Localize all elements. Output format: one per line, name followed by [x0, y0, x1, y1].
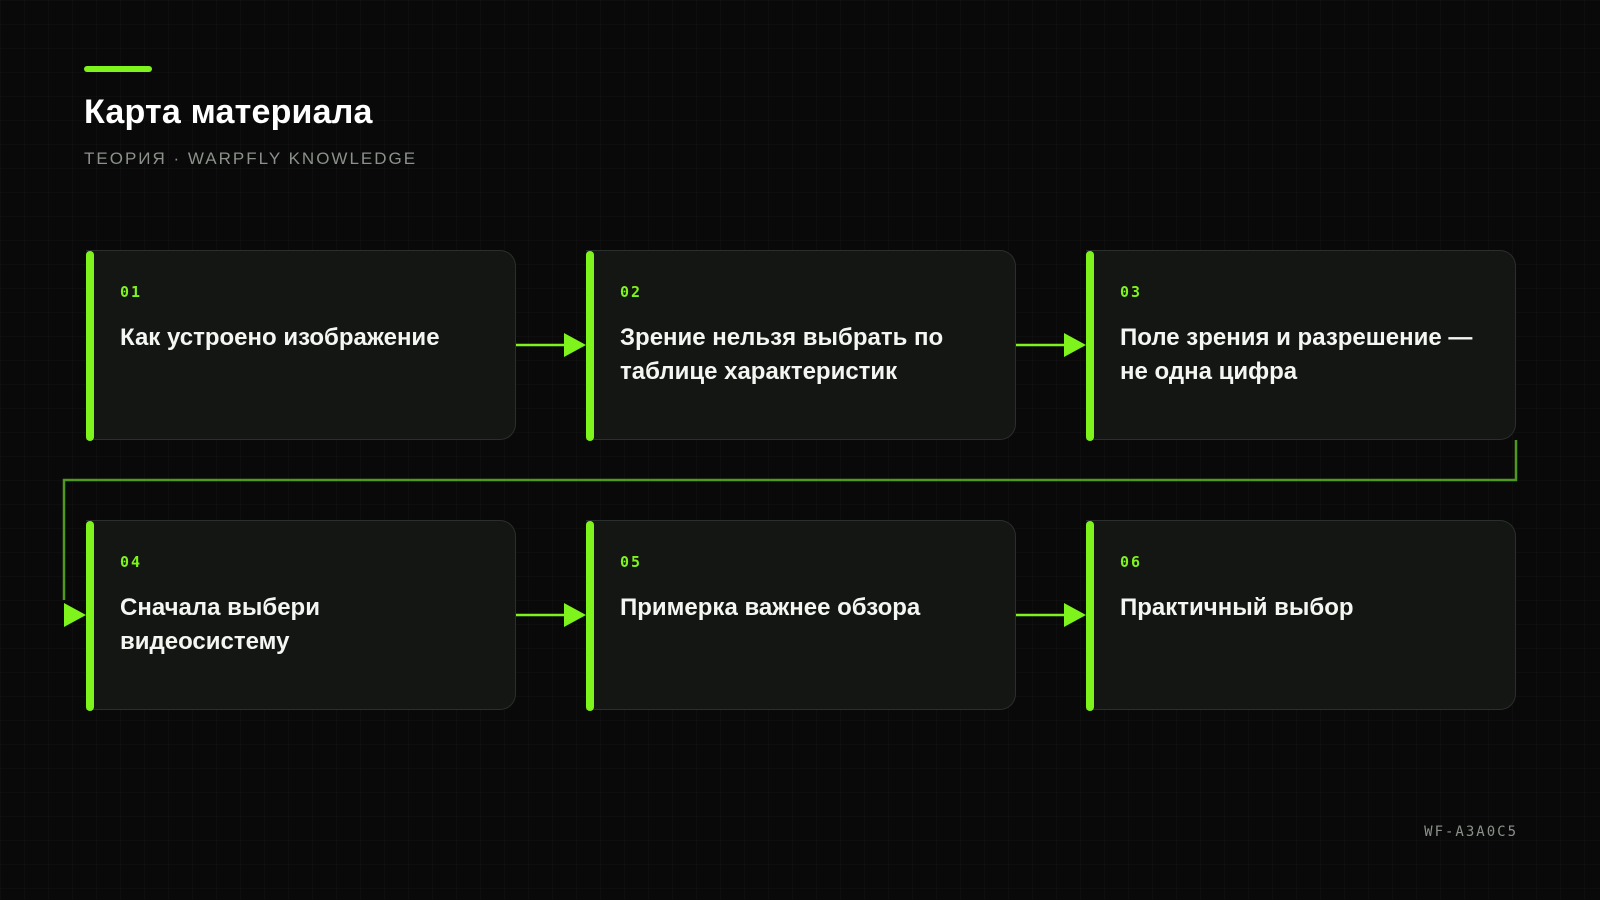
step-card-stripe: [1086, 521, 1094, 711]
step-title: Примерка важнее обзора: [620, 594, 921, 621]
arrowhead-02: [564, 333, 586, 357]
arrowhead-05: [564, 603, 586, 627]
step-number: 06: [1120, 553, 1143, 571]
step-title: Зрение нельзя выбрать по таблице характе…: [620, 324, 944, 385]
title-accent-bar: [84, 66, 152, 72]
page-title: Карта материала: [84, 93, 373, 131]
step-number: 03: [1120, 283, 1143, 301]
step-card-06: 06 Практичный выбор: [1086, 520, 1516, 711]
step-number: 04: [120, 553, 143, 571]
step-card-01: 01 Как устроено изображение: [86, 250, 516, 441]
step-number: 02: [620, 283, 643, 301]
step-title: Сначала выбери видеосистему: [120, 594, 320, 655]
step-card-stripe: [86, 251, 94, 441]
step-card-02: 02 Зрение нельзя выбрать по таблице хара…: [586, 250, 1016, 441]
step-title: Поле зрения и разрешение — не одна цифра: [1120, 324, 1473, 385]
step-card-03: 03 Поле зрения и разрешение — не одна ци…: [1086, 250, 1516, 441]
arrowhead-06: [1064, 603, 1086, 627]
document-code: WF-A3A0C5: [1424, 824, 1518, 840]
page-subtitle: ТЕОРИЯ · WARPFLY KNOWLEDGE: [84, 149, 418, 168]
step-card-05: 05 Примерка важнее обзора: [586, 520, 1016, 711]
arrowhead-04: [64, 603, 86, 627]
step-title: Практичный выбор: [1120, 594, 1354, 621]
step-card-stripe: [1086, 251, 1094, 441]
step-title: Как устроено изображение: [120, 324, 440, 351]
step-card-stripe: [86, 521, 94, 711]
step-card-stripe: [586, 521, 594, 711]
step-number: 01: [120, 283, 143, 301]
step-card-stripe: [586, 251, 594, 441]
step-number: 05: [620, 553, 643, 571]
arrowhead-03: [1064, 333, 1086, 357]
step-card-04: 04 Сначала выбери видеосистему: [86, 520, 516, 711]
